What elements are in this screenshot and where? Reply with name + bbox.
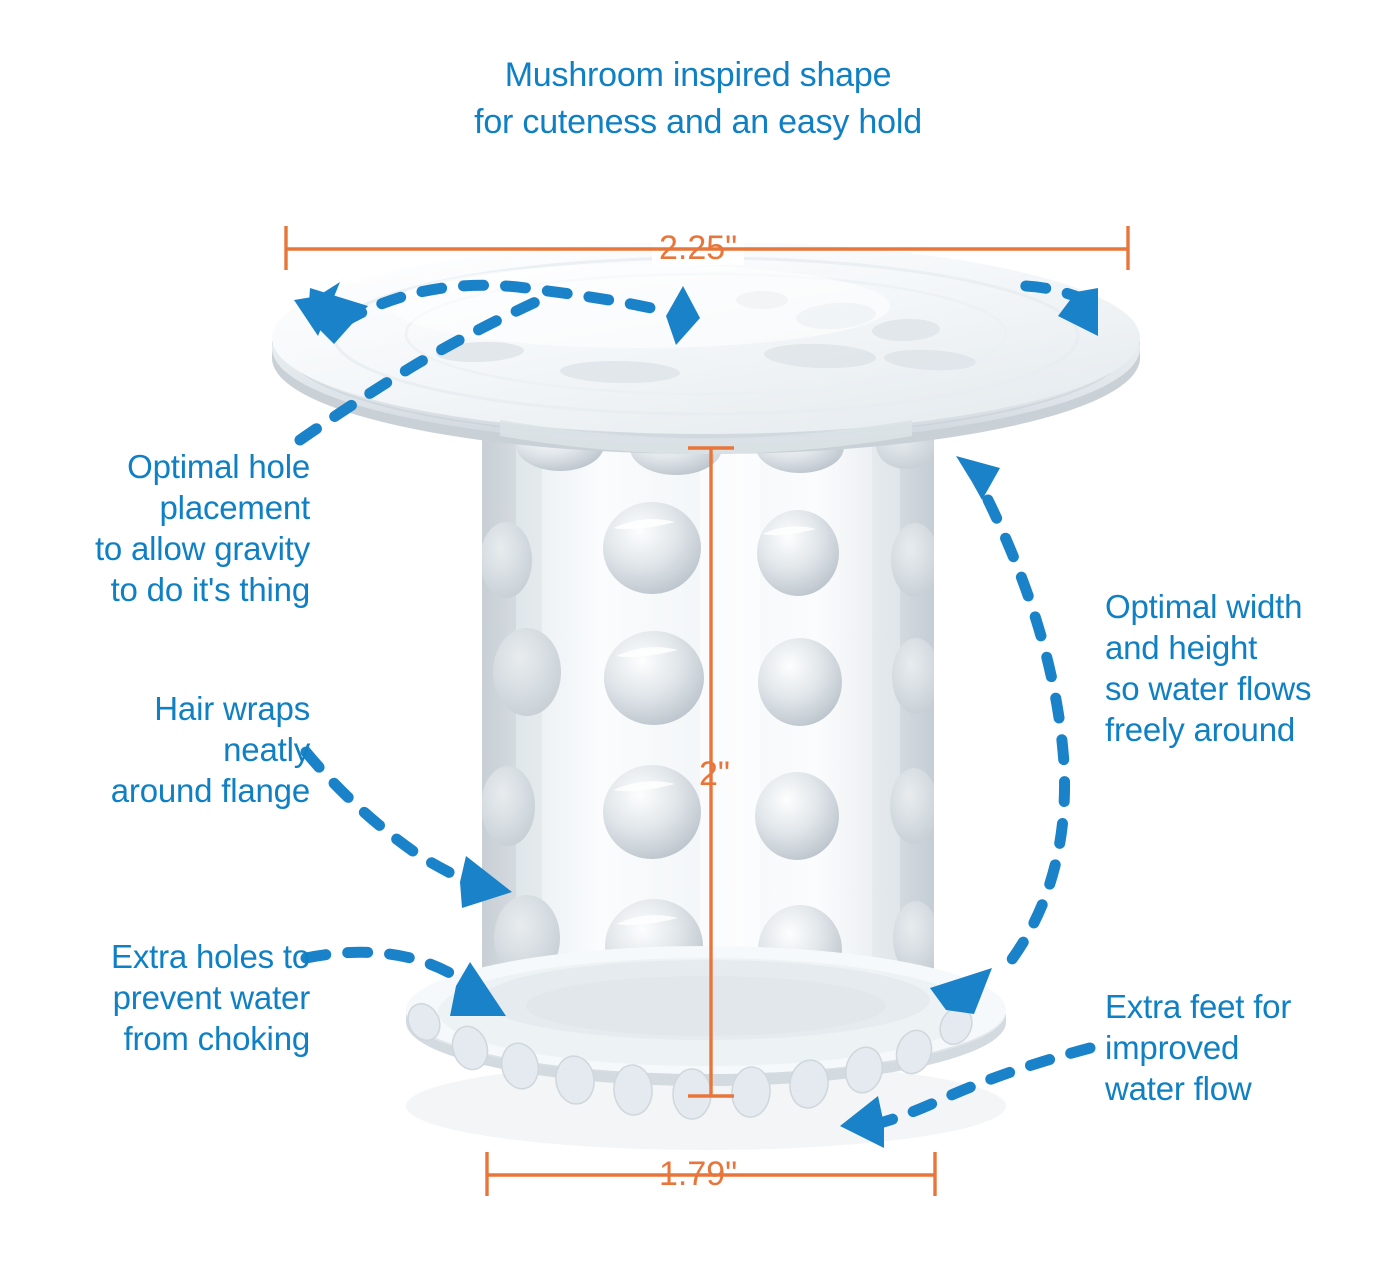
dimension-label-height: 2": [699, 755, 730, 793]
arrow-optimal-width-height: [930, 456, 1071, 1014]
page-title: Mushroom inspired shape for cuteness and…: [474, 56, 922, 141]
product-body: [482, 432, 934, 1034]
dimension-top-width: [284, 226, 1130, 270]
callout-optimal-hole-placement: Optimal hole placement to allow gravity …: [94, 448, 310, 608]
arrow-extra-holes: [300, 946, 506, 1016]
arrow-hair-wraps: [300, 746, 512, 908]
product-feet: [407, 1002, 973, 1120]
dimension-base-width: [485, 1152, 937, 1196]
callout-hair-wraps: Hair wraps neatly around flange: [110, 690, 310, 809]
arrow-extra-feet: [840, 1042, 1096, 1148]
callout-extra-feet: Extra feet for improved water flow: [1105, 988, 1292, 1107]
callout-extra-holes: Extra holes to prevent water from chokin…: [111, 938, 310, 1057]
dimension-height: [688, 446, 734, 1098]
arrow-hole-placement: [294, 288, 546, 446]
callout-optimal-width-height: Optimal width and height so water flows …: [1105, 588, 1312, 748]
